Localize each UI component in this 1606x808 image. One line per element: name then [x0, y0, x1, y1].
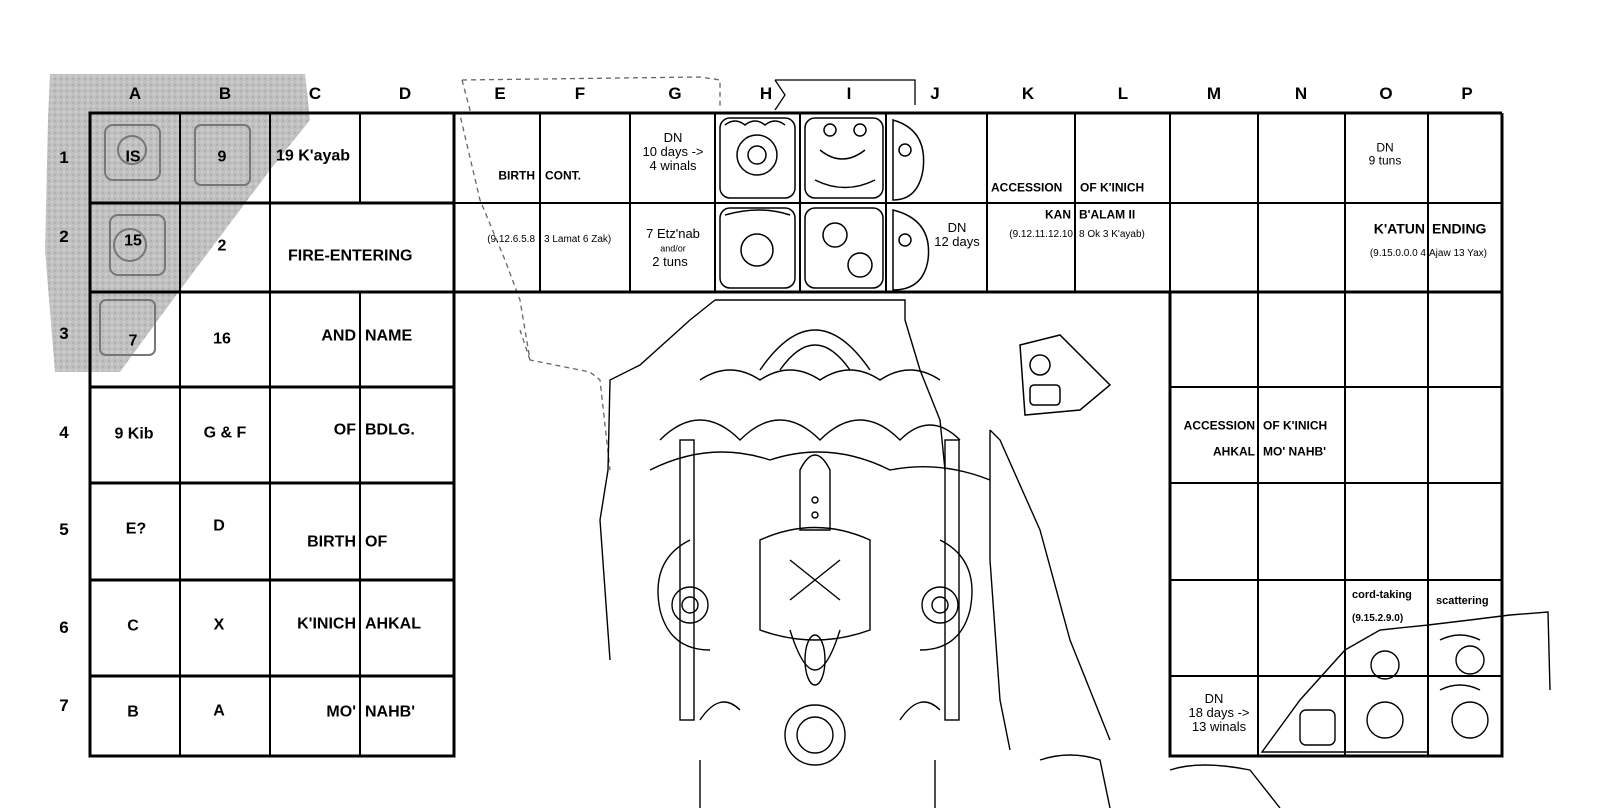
- small-glyph-fragment: [1019, 334, 1112, 416]
- cell-b3: 16: [213, 330, 231, 348]
- cell-d6: AHKAL: [365, 615, 421, 633]
- cell-c2: FIRE-ENTERING: [288, 247, 413, 265]
- cell-d3: NAME: [365, 327, 413, 345]
- cell-b4: G & F: [203, 424, 247, 442]
- cell-m7-line1: DN: [1204, 691, 1224, 707]
- stone-fragment-photo: [45, 74, 310, 372]
- row-header-7: 7: [59, 696, 69, 715]
- column-header-d: D: [398, 84, 412, 103]
- cell-g2-line1: 7 Etz'nab: [646, 226, 700, 242]
- cell-g1-line2: 10 days ->: [642, 144, 704, 160]
- cell-c4: OF: [333, 421, 356, 439]
- cell-k2: KAN: [1045, 207, 1071, 222]
- column-header-j: J: [930, 84, 940, 103]
- column-header-m: M: [1206, 84, 1222, 103]
- cell-e2: (9.12.6.5.8: [487, 233, 535, 245]
- cell-k2-date: (9.12.11.12.10: [1009, 228, 1073, 240]
- cell-o2: K'ATUN: [1373, 220, 1425, 237]
- cell-b1: 9: [217, 148, 227, 166]
- row-header-4: 4: [59, 423, 69, 442]
- glyph-carving-a1: [99, 124, 251, 356]
- column-header-i: I: [846, 84, 852, 103]
- cell-c7: MO': [326, 703, 356, 721]
- cell-c1: 19 K'ayab: [276, 147, 351, 165]
- cell-c5: BIRTH: [307, 533, 356, 551]
- cell-o1-line1: DN: [1376, 140, 1394, 155]
- column-header-c: C: [308, 84, 322, 103]
- cell-b7: A: [213, 702, 225, 720]
- cell-e1: BIRTH: [498, 168, 535, 183]
- cell-a1: IS: [125, 148, 141, 166]
- cell-a3: 7: [128, 332, 138, 350]
- cell-c3: AND: [321, 327, 356, 345]
- cell-f1: CONT.: [545, 168, 581, 183]
- cell-a7: B: [127, 703, 139, 721]
- row-header-3: 3: [59, 324, 69, 343]
- cell-d7: NAHB': [365, 703, 416, 721]
- cell-m7-line2: 18 days ->: [1188, 705, 1250, 721]
- column-header-p: P: [1461, 84, 1473, 103]
- column-header-f: F: [574, 84, 586, 103]
- cell-j2-line2: 12 days: [934, 234, 980, 250]
- cell-n4-second: MO' NAHB': [1263, 444, 1327, 459]
- cell-a4: 9 Kib: [114, 425, 154, 443]
- cell-m7-line3: 13 winals: [1191, 719, 1247, 735]
- cell-o6-date: (9.15.2.9.0): [1352, 612, 1404, 624]
- cell-a5: E?: [125, 520, 147, 538]
- grid-left: [88, 111, 1502, 758]
- column-header-l: L: [1117, 84, 1129, 103]
- column-header-n: N: [1294, 84, 1308, 103]
- cell-n4: OF K'INICH: [1263, 418, 1328, 433]
- cell-l2-date: 8 Ok 3 K'ayab): [1079, 228, 1145, 240]
- cell-m4-second: AHKAL: [1213, 444, 1255, 459]
- row-header-2: 2: [59, 227, 69, 246]
- cell-o1-line2: 9 tuns: [1368, 153, 1402, 168]
- cell-b5: D: [213, 517, 225, 535]
- glyph-fragment-op: [1260, 611, 1551, 756]
- cell-f2: 3 Lamat 6 Zak): [544, 233, 612, 245]
- cell-c6: K'INICH: [297, 615, 356, 633]
- cell-o2-date: (9.15.0.0.0 4: [1369, 247, 1426, 259]
- fragment-outline-i: [774, 79, 916, 111]
- cell-l2: B'ALAM II: [1079, 207, 1136, 222]
- cell-l1: OF K'INICH: [1080, 180, 1145, 195]
- column-header-k: K: [1021, 84, 1035, 103]
- cell-g2-line2: and/or: [660, 243, 686, 254]
- cell-j2-line1: DN: [947, 220, 967, 236]
- cell-g1-line3: 4 winals: [649, 158, 697, 174]
- cell-d5: OF: [365, 533, 388, 551]
- grid-top: [452, 111, 1504, 292]
- cell-m4: ACCESSION: [1183, 418, 1255, 433]
- cell-b2: 2: [217, 237, 227, 255]
- row-header-6: 6: [59, 618, 69, 637]
- row-header-1: 1: [59, 148, 69, 167]
- cell-b6: X: [213, 616, 225, 634]
- cell-g2-line3: 2 tuns: [652, 254, 688, 270]
- cell-p2: ENDING: [1432, 220, 1487, 237]
- cell-k1: ACCESSION: [991, 180, 1063, 195]
- glyph-drawings-hij: [719, 117, 930, 291]
- column-header-e: E: [494, 84, 506, 103]
- cell-g1-line1: DN: [663, 130, 683, 146]
- cell-p2-date: Ajaw 13 Yax): [1429, 247, 1487, 259]
- cell-a2: 15: [124, 232, 142, 250]
- cell-a6: C: [127, 617, 139, 635]
- cell-p6: scattering: [1436, 595, 1489, 608]
- column-header-o: O: [1379, 84, 1393, 103]
- column-header-b: B: [218, 84, 232, 103]
- cell-d4: BDLG.: [365, 421, 415, 439]
- central-relief-drawing: [599, 299, 1281, 808]
- cell-o6: cord-taking: [1352, 589, 1412, 602]
- row-header-5: 5: [59, 520, 69, 539]
- column-header-h: H: [759, 84, 773, 103]
- column-header-g: G: [668, 84, 682, 103]
- column-header-a: A: [128, 84, 142, 103]
